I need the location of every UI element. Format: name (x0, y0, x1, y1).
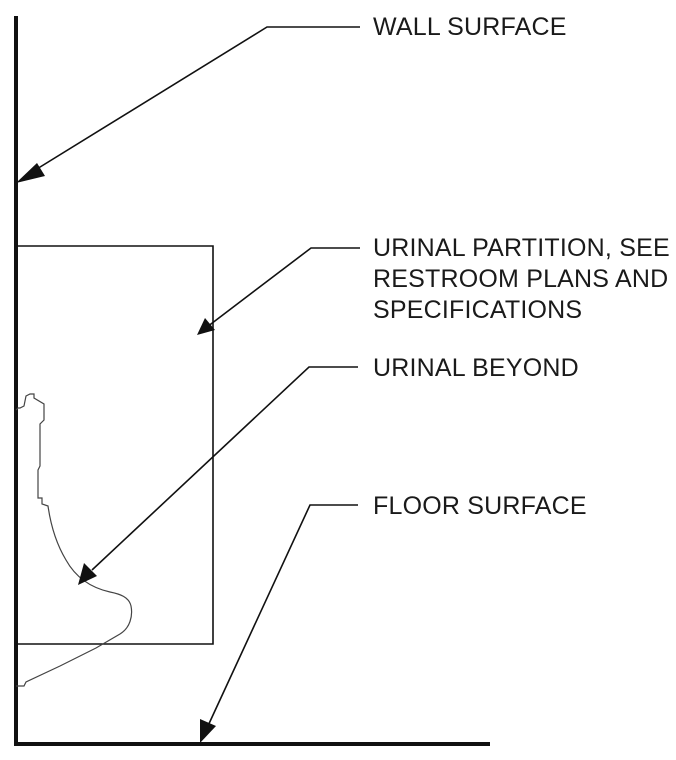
wall-surface-leader (31, 26, 360, 173)
wall-surface-label: WALL SURFACE (373, 13, 567, 41)
urinal-beyond-label: URINAL BEYOND (373, 354, 579, 382)
floor-surface-label: FLOOR SURFACE (373, 492, 587, 520)
urinal-beyond-arrowhead (78, 563, 97, 585)
urinal-partition-leader (206, 247, 360, 328)
urinal-fixture-outline (15, 393, 133, 687)
urinal-partition-outline (16, 245, 214, 645)
floor-surface-leader (206, 504, 358, 729)
urinal-partition-arrowhead (197, 318, 215, 335)
urinal-partition-label-line-3: SPECIFICATIONS (373, 296, 582, 324)
urinal-partition-label-line-2: RESTROOM PLANS AND (373, 265, 668, 293)
urinal-beyond-leader (91, 366, 358, 571)
urinal-beyond-label-line: URINAL BEYOND (373, 354, 579, 382)
wall-surface-label-line: WALL SURFACE (373, 13, 567, 41)
wall-surface-arrowhead (16, 163, 45, 183)
urinal-partition-label-line-1: URINAL PARTITION, SEE (373, 234, 670, 262)
urinal-partition-label: URINAL PARTITION, SEE RESTROOM PLANS AND… (373, 234, 676, 324)
floor-surface-arrowhead (200, 719, 216, 743)
floor-surface-label-line: FLOOR SURFACE (373, 492, 587, 520)
